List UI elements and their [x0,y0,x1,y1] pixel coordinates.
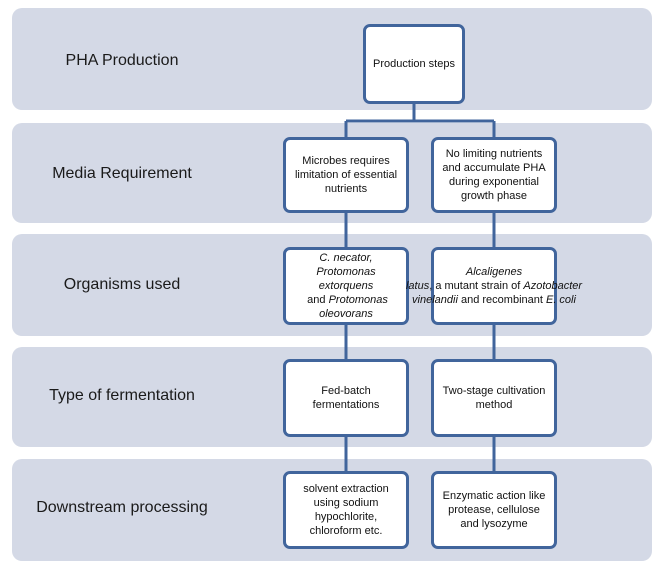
right-fermentation-text: Two-stage cultivation method [442,385,546,411]
left-organism-2: Protomonas extorquens [316,266,376,292]
left-downstream-text: solvent extraction using sodium hypochlo… [303,483,389,537]
right-organism-3: E. coli [545,294,576,306]
left-fermentation-text: Fed-batch fermentations [312,385,380,411]
right-fermentation-node: Two-stage cultivation method [431,359,557,437]
left-organism-and: and [304,294,329,306]
right-downstream-text: Enzymatic action like protease, cellulos… [442,490,546,530]
right-organisms-text: Alcaligenes latus, a mutant strain of Az… [406,265,582,307]
right-media-node: No limiting nutrients and accumulate PHA… [431,137,557,213]
production-steps-label: Production steps [373,58,455,70]
right-media-text: No limiting nutrients and accumulate PHA… [442,148,546,202]
row-label-type-of-fermentation: Type of fermentation [49,387,195,404]
right-organisms-node: Alcaligenes latus, a mutant strain of Az… [406,247,582,325]
left-organisms-node: C. necator, Protomonas extorquens and Pr… [283,247,409,325]
left-organisms-text: C. necator, Protomonas extorquens and Pr… [292,251,400,321]
right-organism-connector-1: , a mutant strain of [429,280,524,292]
left-fermentation-node: Fed-batch fermentations [283,359,409,437]
left-media-text: Microbes requires limitation of essentia… [294,155,398,195]
left-media-node: Microbes requires limitation of essentia… [283,137,409,213]
row-label-media-requirement: Media Requirement [52,165,192,182]
right-organism-1: Alcaligenes latus [405,266,523,292]
production-steps-node: Production steps [363,24,465,104]
row-label-organisms-used: Organisms used [63,276,181,293]
right-downstream-node: Enzymatic action like protease, cellulos… [431,471,557,549]
row-band-pha-production: PHA Production [12,8,652,110]
row-label-downstream-processing: Downstream processing [36,499,208,516]
left-downstream-node: solvent extraction using sodium hypochlo… [283,471,409,549]
right-organism-2: Azotobacter vinelandii [412,280,583,306]
left-organism-3: Protomonas oleovorans [319,294,388,320]
left-organism-1: C. necator, [319,252,373,264]
row-label-pha-production: PHA Production [65,52,179,69]
right-organism-connector-2: and recombinant [457,294,546,306]
